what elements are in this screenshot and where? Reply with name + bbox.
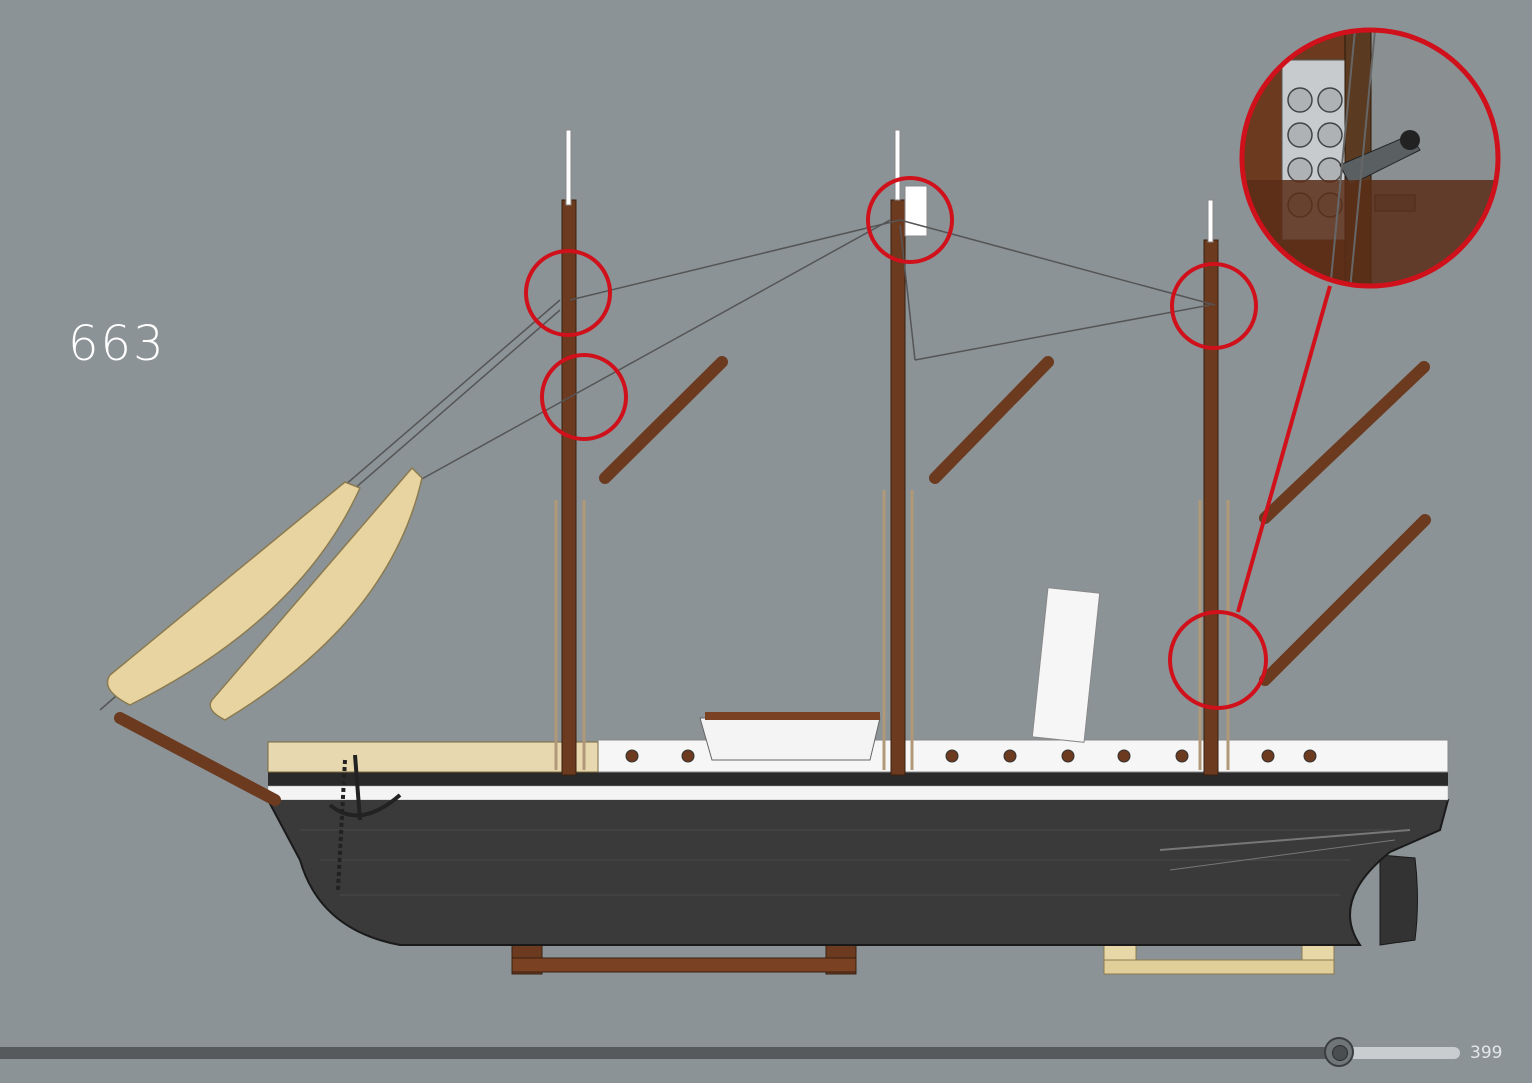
page-number: 399 [1470,1043,1502,1063]
page-progress-bar [0,1047,1340,1059]
ship-hull [268,770,1448,945]
jib-sails [108,468,423,720]
callout-leader-line [1238,286,1330,612]
page-progress-remaining [1340,1047,1460,1059]
zoom-callout-detail [1240,30,1500,290]
masts [562,200,1218,775]
bottom-strip [0,1083,1532,1090]
page-progress-knob[interactable] [1324,1037,1354,1067]
ship-illustration [0,0,1532,1040]
callout-circle [542,355,626,439]
funnel [1032,588,1099,743]
